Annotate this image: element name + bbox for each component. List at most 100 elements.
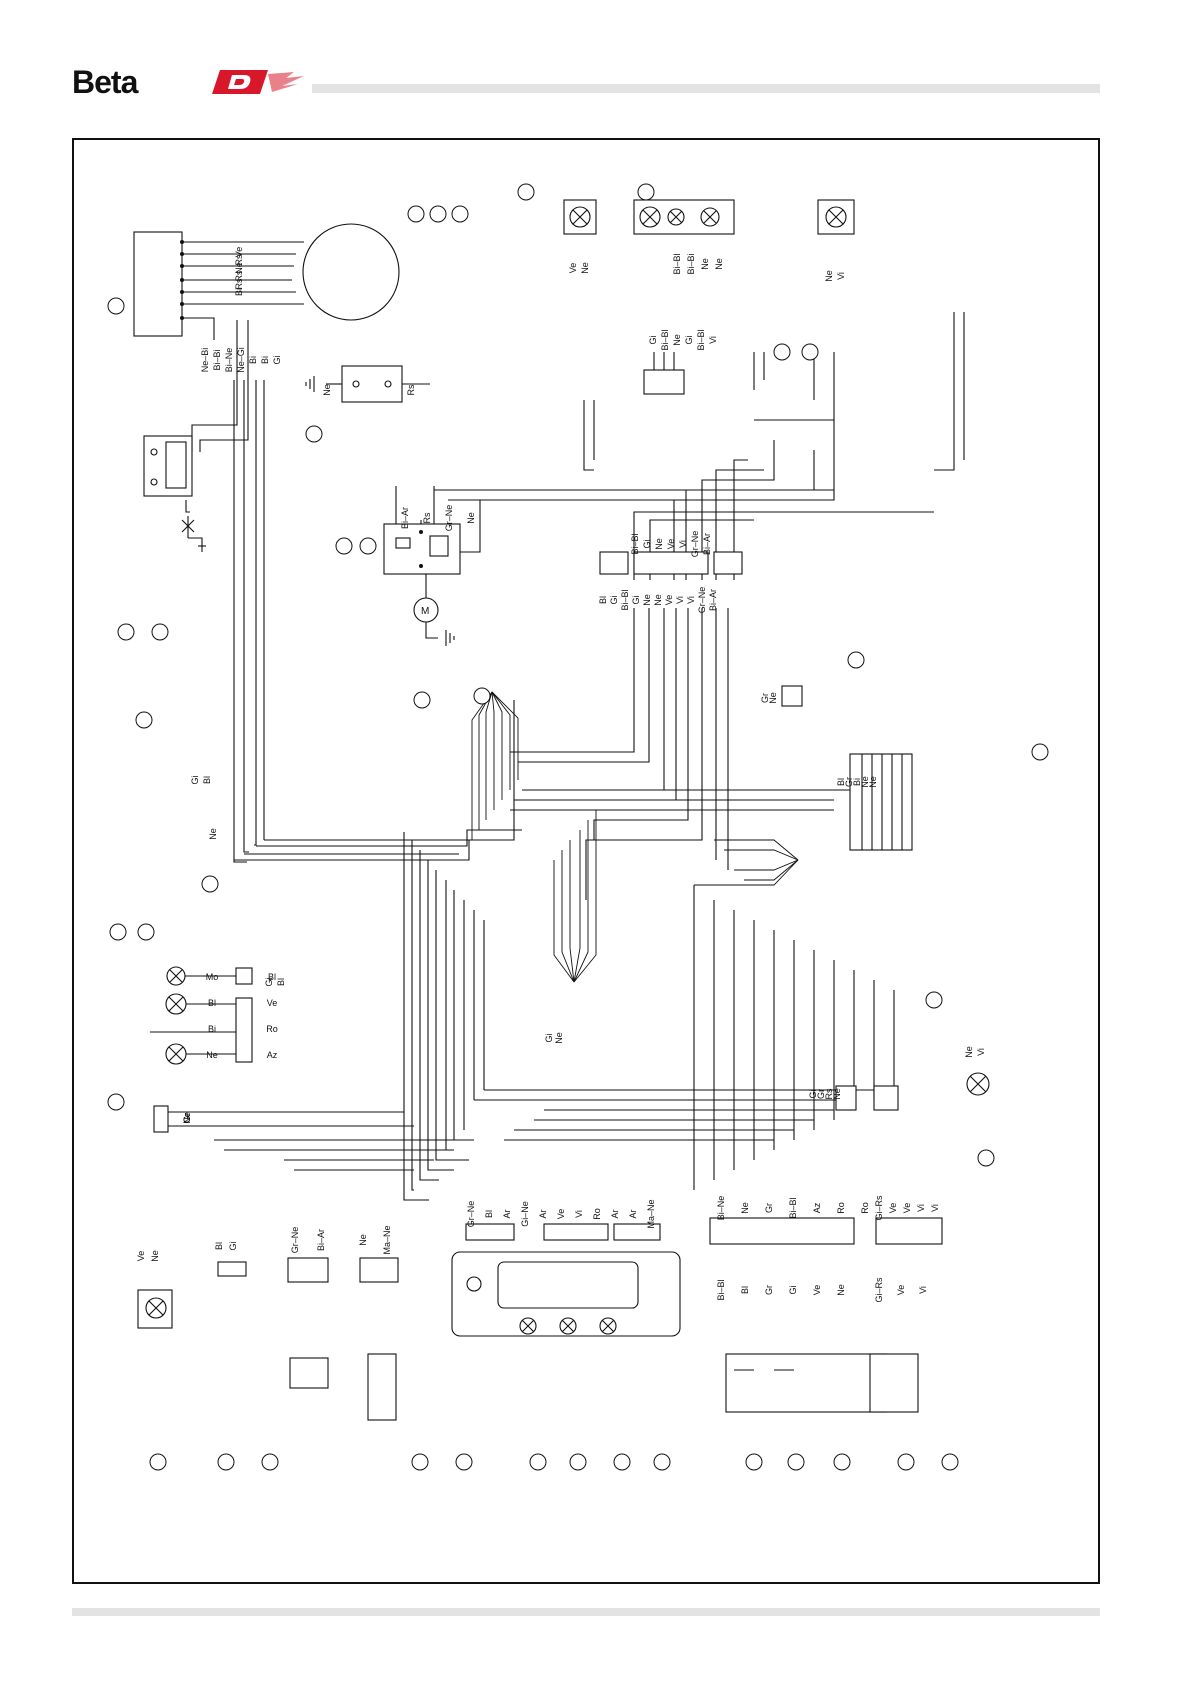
battery (305, 365, 430, 403)
wire-code-label: Bi (852, 778, 862, 786)
callout-circle (407, 205, 425, 223)
callout-circle (773, 343, 791, 361)
fuel-sender (359, 1257, 399, 1421)
callout-circle (411, 1453, 429, 1471)
right-switch (869, 1217, 943, 1413)
callout-circle (107, 297, 125, 315)
starter-relay (383, 486, 481, 575)
wire-code-label: Bi–Ne (224, 348, 234, 373)
wire-code-label: Gi (788, 1285, 798, 1294)
wire-code-label: Ve (896, 1285, 906, 1296)
callout-circle (305, 425, 323, 443)
dashboard (451, 1223, 681, 1337)
wire-code-label: Gr (816, 1089, 826, 1099)
brake-switch-connector (217, 1261, 247, 1277)
rectifier-regulator (849, 753, 913, 851)
callout-circle (359, 537, 377, 555)
wire-code-label: Ne (964, 1046, 974, 1058)
wire-code-label: Gi–Rs (874, 1277, 884, 1303)
wire-code-label: Ne (466, 512, 476, 524)
callout-circle (109, 923, 127, 941)
wire-code-label: Bi–Ne (716, 1196, 726, 1221)
wire-code-label: Gr–Ne (444, 505, 454, 532)
callout-circle (107, 1093, 125, 1111)
wire-code-label: Gi–Rs (874, 1195, 884, 1221)
wire-code-label: Gi (190, 775, 200, 784)
wire-code-label: Ne (653, 594, 663, 606)
wire-code-label: Vi (918, 1286, 928, 1294)
wire-code-label: Ne (768, 692, 778, 704)
wire-code-label: Gi (631, 595, 641, 604)
wire-code-label: Vi (675, 596, 685, 604)
wire-code-label: Ve (888, 1203, 898, 1214)
wire-code-label: Ve (556, 1209, 566, 1220)
flywheel (302, 223, 400, 321)
wire-code-label: Ve (902, 1203, 912, 1214)
wire-code-label: Ne (642, 594, 652, 606)
wire-code-label: Ve (664, 595, 674, 606)
horn (153, 1105, 414, 1133)
wire-code-label: Ar (538, 1209, 548, 1218)
indicator-lamps (150, 966, 253, 1065)
wire-code-label: Ne (672, 334, 682, 346)
wire-code-label: Gr (182, 1113, 192, 1123)
wire-code-label: Gi (609, 595, 619, 604)
wire-code-label: Ne (580, 262, 590, 274)
wire-code-label: Bl (268, 972, 276, 982)
sensor-box (835, 1085, 899, 1111)
wire-code-label: Bi–Bl (696, 329, 706, 350)
callout-circle (117, 623, 135, 641)
wire-code-label: Ve (666, 539, 676, 550)
wire-code-label: Ve (812, 1285, 822, 1296)
callout-circle (413, 691, 431, 709)
turn-signal-rear (966, 1072, 990, 1096)
wire-code-label: Vi (836, 272, 846, 280)
wire-code-label: Ne (150, 1250, 160, 1262)
wire-code-label: Gi (648, 335, 658, 344)
wire-code-label: Ar (502, 1209, 512, 1218)
wire-code-label: Bl (276, 978, 286, 986)
wire-code-label: Rs (406, 384, 416, 395)
wire-code-label: Bi–Bl (716, 1279, 726, 1300)
callout-circle (925, 991, 943, 1009)
wire-code-label: Ve (267, 998, 278, 1008)
central-connector (599, 551, 743, 575)
wire-code-label: Gr–Ne (697, 587, 707, 614)
rear-lamp (137, 1289, 173, 1329)
wire-code-label: Ar (628, 1209, 638, 1218)
callout-circle (149, 1453, 167, 1471)
callout-circle (613, 1453, 631, 1471)
wire-code-label: Ma–Ne (646, 1199, 656, 1228)
logo-badge (212, 70, 304, 94)
callout-circle (977, 1149, 995, 1167)
wire-code-label: Bl (208, 998, 216, 1008)
callout-circle (637, 183, 655, 201)
kill-switch (287, 1257, 329, 1389)
wire-code-label: Bi–Ar (708, 589, 718, 611)
light-connector (643, 352, 685, 395)
callout-circle (451, 205, 469, 223)
wire-code-label: Gr (764, 1285, 774, 1295)
callout-circle (517, 183, 535, 201)
wire-code-label: Bi (208, 1024, 216, 1034)
wire-harness (191, 312, 965, 1201)
wire-code-label: Gr (844, 777, 854, 787)
wire-code-label: Gi (228, 1241, 238, 1250)
wire-code-label: Ne (740, 1202, 750, 1214)
wire-code-label: Ne (206, 1050, 218, 1060)
callout-circle (787, 1453, 805, 1471)
callout-circle (261, 1453, 279, 1471)
callout-circle (847, 651, 865, 669)
callout-circle (335, 537, 353, 555)
generator-stator (133, 231, 304, 340)
callout-circle (473, 687, 491, 705)
wire-code-label: Ne (182, 1112, 192, 1124)
wire-code-label: Ne (824, 270, 834, 282)
callout-circle (429, 205, 447, 223)
voltage-regulator (143, 435, 206, 552)
wire-code-label: Bi–Bl (620, 589, 630, 610)
callout-circle (135, 711, 153, 729)
wire-code-label: Bl (214, 1242, 224, 1250)
wire-code-label: Bi–Bi (686, 253, 696, 274)
wire-code-label: Bi–Ar (702, 533, 712, 555)
